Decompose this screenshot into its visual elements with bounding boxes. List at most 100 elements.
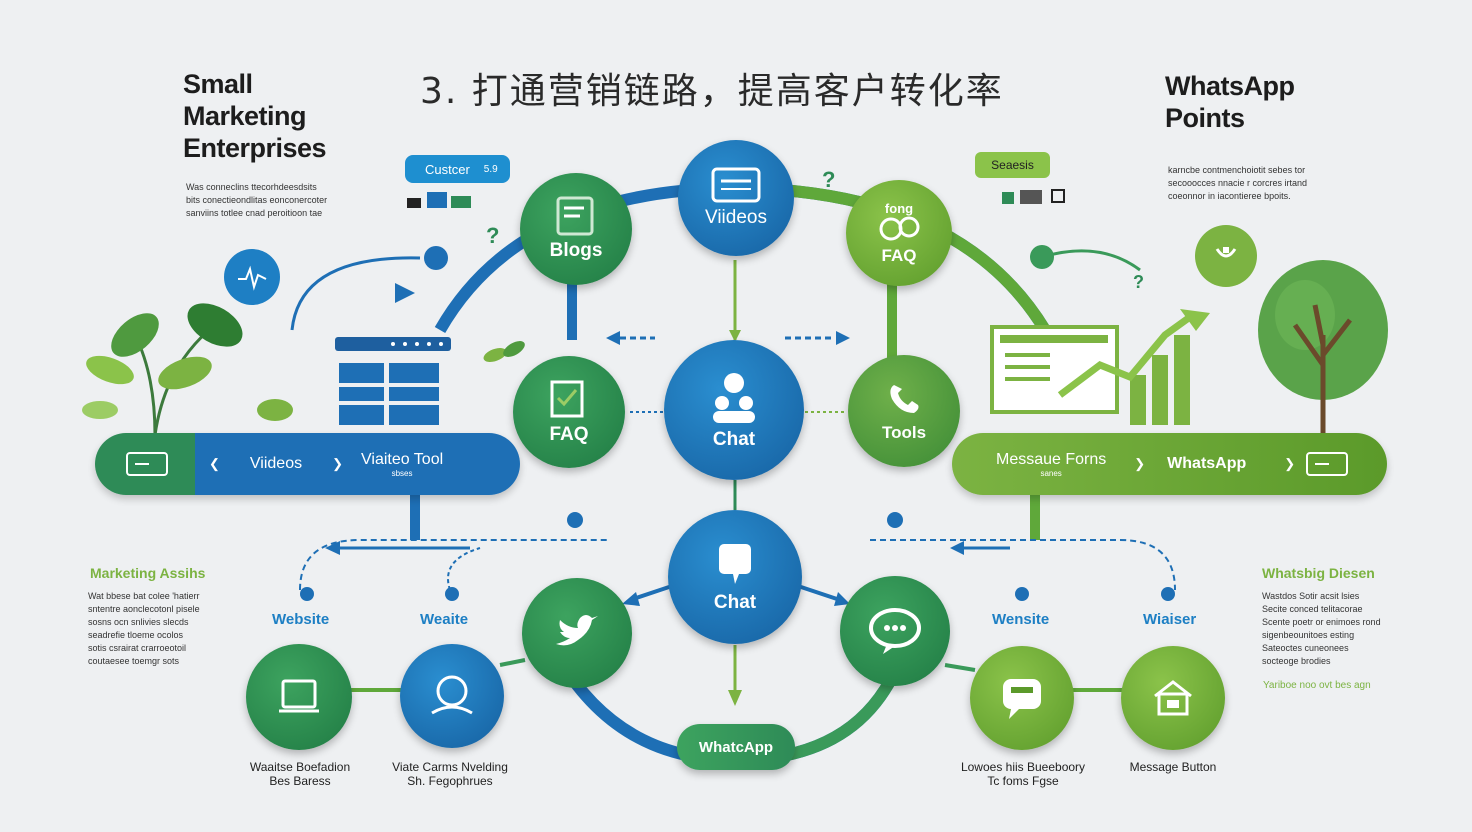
text-line: Scente poetr or enimoes rond <box>1262 617 1381 627</box>
text-line: sotis csrairat crarroeotoil <box>88 643 187 653</box>
left-header-line3: Enterprises <box>183 133 327 163</box>
custcer-chip[interactable]: Custcer 5.9 <box>405 155 510 183</box>
caption-message: Lowoes hiis Bueeboory Tc foms Fgse <box>948 760 1098 788</box>
svg-text:?: ? <box>1133 272 1144 292</box>
chat-bubble-icon <box>719 544 751 584</box>
caption-line: Sh. Fegophrues <box>407 774 493 788</box>
node-label: Chat <box>713 592 757 613</box>
chevron-right-icon[interactable]: ❯ <box>332 456 343 471</box>
node-label: Chat <box>712 429 756 450</box>
phone-icon <box>890 385 919 413</box>
node-label: Blogs <box>549 240 603 261</box>
marketing-assets-text: Wat bbese bat colee 'hatierr sntentre ao… <box>88 590 200 668</box>
bar-item-sub: sbses <box>391 468 413 478</box>
whatsapp-diesen-text: Wastdos Sotir acsit lsies Secite conced … <box>1262 590 1381 668</box>
node-label: Tools <box>881 423 927 442</box>
bar-item-video-tool[interactable]: Viaiteo Tool sbses <box>361 451 443 478</box>
text-line: sntentre aonclecotonl pisele <box>88 604 200 614</box>
whatsapp-diesen-footer: Yariboe noo ovt bes agn <box>1263 680 1371 691</box>
right-desc-line: secooocces nnacie r corcres irtand <box>1168 178 1308 188</box>
node-website-bottom[interactable] <box>246 644 352 750</box>
caption-line: Viate Carms Nvelding <box>392 760 508 774</box>
caption-line: Tc foms Fgse <box>987 774 1059 788</box>
bar-item-message-forms[interactable]: Messaue Forns sanes <box>996 451 1106 478</box>
text-line: sosns ocn snlivies slecds <box>88 617 189 627</box>
right-desc-line: coeonnor in iacontieree bpoits. <box>1168 191 1291 201</box>
caption-line: Waaitse Boefadion <box>249 760 351 774</box>
twitter-bird-icon <box>556 615 598 646</box>
left-desc-line: bits conectieondlitas eonconercoter <box>186 195 328 205</box>
tree-illustration <box>1258 260 1388 435</box>
bar-item-whatsapp[interactable]: WhatsApp <box>1167 455 1247 472</box>
node-message-button[interactable] <box>1121 646 1225 750</box>
text-line: coutaesee toemgr sots <box>88 656 180 666</box>
seaesis-chip[interactable]: Seaesis <box>975 152 1050 178</box>
pulse-bubble-icon <box>224 249 280 305</box>
node-sublabel: fong <box>884 200 914 216</box>
node-chat-lower[interactable]: Chat <box>668 510 802 644</box>
text-line: Wastdos Sotir acsit lsies <box>1262 591 1360 601</box>
caption-line: Message Button <box>1129 760 1217 774</box>
monitor-icon <box>126 452 168 476</box>
node-blogs[interactable]: Blogs <box>520 173 632 285</box>
svg-text:?: ? <box>486 223 499 248</box>
node-label: Viideos <box>705 207 767 228</box>
chevron-left-icon[interactable]: ❮ <box>209 456 220 471</box>
caption-line: Lowoes hiis Bueeboory <box>960 760 1086 774</box>
node-videos[interactable]: Viideos <box>678 140 794 256</box>
checklist-icon <box>550 380 584 418</box>
node-message-bottom[interactable] <box>970 646 1074 750</box>
website-label-1[interactable]: Website <box>272 611 330 628</box>
website-label-3[interactable]: Wensite <box>992 611 1050 628</box>
bar-item-videos[interactable]: Viideos <box>249 455 303 472</box>
node-faq-left[interactable]: FAQ <box>513 356 625 468</box>
right-header-line2: Points <box>1165 103 1245 133</box>
caption-video: Viate Carms Nvelding Sh. Fegophrues <box>380 760 520 788</box>
leaf-icon <box>483 341 525 362</box>
speech-bubble-icon <box>869 608 921 654</box>
text-line: Wat bbese bat colee 'hatierr <box>88 591 200 601</box>
chip-label: Custcer <box>425 161 470 177</box>
website-label-2[interactable]: Weaite <box>420 611 469 628</box>
node-tools[interactable]: Tools <box>848 355 960 467</box>
plant-illustration <box>82 303 293 436</box>
right-desc-line: karncbe contmenchoiotit sebes tor <box>1168 165 1306 175</box>
right-description: karncbe contmenchoiotit sebes tor secooo… <box>1168 164 1307 203</box>
left-desc-line: Was conneclins ttecorhdeesdsits <box>186 182 317 192</box>
bar-item-label: Messaue Forns <box>996 450 1107 468</box>
node-video-bottom[interactable] <box>400 644 504 748</box>
node-label: FAQ <box>549 424 589 445</box>
node-label: FAQ <box>881 245 917 265</box>
document-edit-icon <box>556 196 594 236</box>
grid-layout-icon <box>335 337 451 425</box>
chevron-right-icon[interactable]: ❯ <box>1134 456 1146 471</box>
node-message[interactable] <box>840 576 950 686</box>
left-desc-line: sanviins totlee cnad peroitioon tae <box>186 208 323 218</box>
website-label-4[interactable]: Wiaiser <box>1143 611 1197 628</box>
pill-label: WhatcApp <box>698 738 774 756</box>
text-line: Secite conced telitacorae <box>1262 604 1363 614</box>
text-line: sigenbeounitoes esting <box>1262 630 1355 640</box>
whatsapp-bubble-icon <box>1195 225 1257 287</box>
node-twitter[interactable] <box>522 578 632 688</box>
message-bubble-icon <box>1003 679 1041 719</box>
node-chat-center[interactable]: Chat <box>664 340 804 480</box>
left-nav-bar: ❮ Viideos ❯ Viaiteo Tool sbses <box>95 433 520 495</box>
left-header-line2: Marketing <box>183 101 307 131</box>
bar-item-sub: sanes <box>1040 468 1062 478</box>
left-header: Small Marketing Enterprises <box>183 68 327 164</box>
chevron-right-icon[interactable]: ❯ <box>1284 456 1296 471</box>
marketing-assets-title: Marketing Assihs <box>90 565 206 581</box>
users-group-icon <box>713 373 755 423</box>
monitor-icon <box>279 679 319 713</box>
svg-text:?: ? <box>822 167 835 192</box>
right-header-line1: WhatsApp <box>1165 71 1295 101</box>
text-line: Sateoctes cuneonees <box>1262 643 1349 653</box>
home-box-icon <box>1154 680 1192 716</box>
chip-badge: 5.9 <box>483 163 498 175</box>
right-header: WhatsApp Points <box>1165 70 1295 134</box>
status-icons <box>1002 189 1065 204</box>
whatsapp-pill-button[interactable]: WhatcApp <box>677 724 795 770</box>
node-faq-top[interactable]: fong FAQ <box>846 180 952 286</box>
toolbar-icons <box>407 192 471 208</box>
